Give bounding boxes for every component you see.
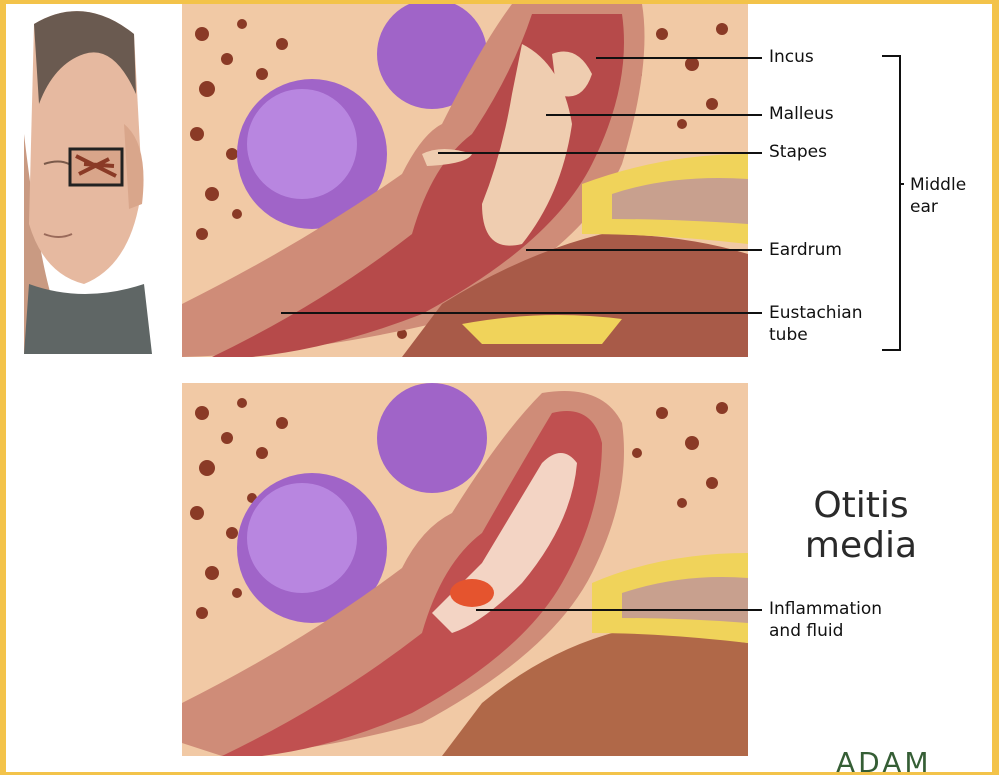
- eardrum-label: Eardrum: [769, 239, 842, 261]
- middle-ear-bracket: [882, 54, 904, 352]
- inflammation-label: Inflammation and fluid: [769, 598, 919, 642]
- middle-ear-diagram-otitis: [182, 383, 748, 756]
- eustachian-tube-label: Eustachian tube: [769, 302, 879, 346]
- middle-ear-label: Middle ear: [910, 174, 990, 218]
- incus-leader: [596, 57, 762, 59]
- otitis-media-title: Otitis media: [786, 486, 936, 566]
- stapes-label: Stapes: [769, 141, 827, 163]
- illustration-frame: Incus Malleus Stapes Eardrum Eustachian …: [6, 4, 992, 772]
- malleus-leader: [546, 114, 762, 116]
- eardrum-leader: [526, 249, 762, 251]
- face-thumbnail: [24, 4, 152, 354]
- malleus-label: Malleus: [769, 103, 834, 125]
- incus-label: Incus: [769, 46, 814, 68]
- eustachian-leader: [281, 312, 762, 314]
- stapes-leader: [438, 152, 762, 154]
- adam-logo: ADAM: [836, 746, 932, 772]
- inflammation-leader: [476, 609, 762, 611]
